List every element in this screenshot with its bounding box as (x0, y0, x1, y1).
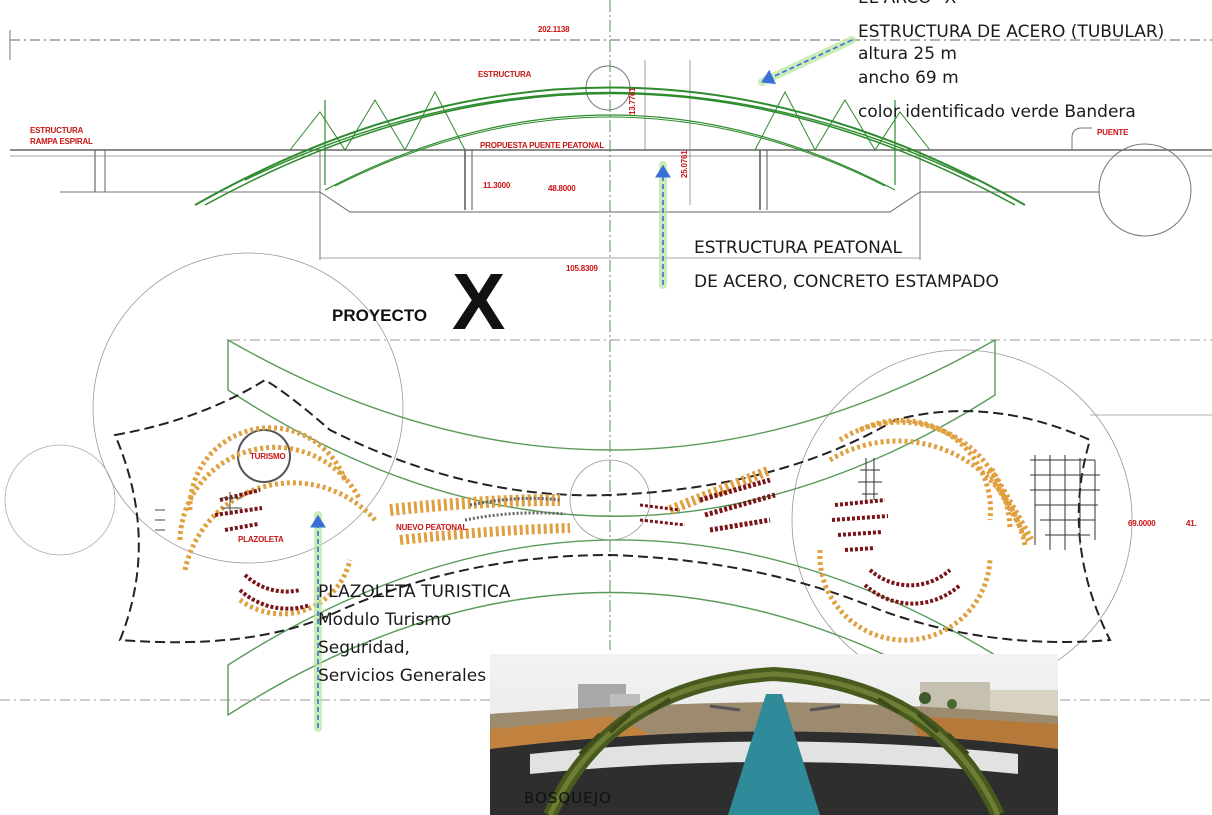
callout-peatonal-line: DE ACERO, CONCRETO ESTAMPADO (694, 272, 999, 292)
callout-plazoleta-line: Seguridad, (318, 638, 410, 658)
project-label: PROYECTO (332, 306, 428, 325)
label-dim-top: 202.1138 (538, 25, 570, 34)
callout-peatonal-line: ESTRUCTURA PEATONAL (694, 238, 902, 258)
label-dim-69: 69.0000 (1128, 519, 1156, 528)
label-nuevo-peatonal: NUEVO PEATONAL (396, 523, 468, 532)
callout-plazoleta-line: PLAZOLETA TURISTICA (318, 582, 511, 602)
label-dim-41: 41. (1186, 519, 1197, 528)
label-propuesta: PROPUESTA PUENTE PEATONAL (480, 141, 605, 150)
sketch-render: BOSQUEJO (490, 654, 1058, 815)
label-dim-11: 11.3000 (483, 181, 511, 190)
green-arch (194, 86, 1026, 206)
label-dim-48: 48.8000 (548, 184, 576, 193)
callout-arco-line: ESTRUCTURA DE ACERO (TUBULAR) (858, 22, 1165, 42)
label-estructura: ESTRUCTURA (478, 70, 532, 79)
callout-arco-line: color identificado verde Bandera (858, 102, 1136, 122)
sketch-illustration (490, 654, 1058, 815)
label-dim-105: 105.8309 (566, 264, 598, 273)
plan-drawing (0, 252, 1212, 717)
label-turismo: TURISMO (250, 452, 286, 461)
callout-arco-line: ancho 69 m (858, 68, 959, 88)
callout-arco-line: altura 25 m (858, 44, 957, 64)
label-rampa-2: RAMPA ESPIRAL (30, 137, 93, 146)
callout-arco-title: EL ARCO "X" (858, 0, 964, 10)
label-puente: PUENTE (1097, 128, 1129, 137)
label-rampa-1: ESTRUCTURA (30, 126, 84, 135)
sketch-caption: BOSQUEJO (524, 789, 612, 807)
callout-plazoleta-line: Servicios Generales (318, 666, 487, 686)
label-plazoleta: PLAZOLETA (238, 535, 284, 544)
elevation-drawing (9, 0, 1212, 650)
label-dim-13: 13.7761 (628, 87, 637, 115)
label-dim-25: 25.0761 (680, 150, 689, 178)
callout-arrows (310, 36, 856, 732)
project-x-logo: X (452, 257, 506, 346)
callout-plazoleta-line: Modulo Turismo (318, 610, 452, 630)
